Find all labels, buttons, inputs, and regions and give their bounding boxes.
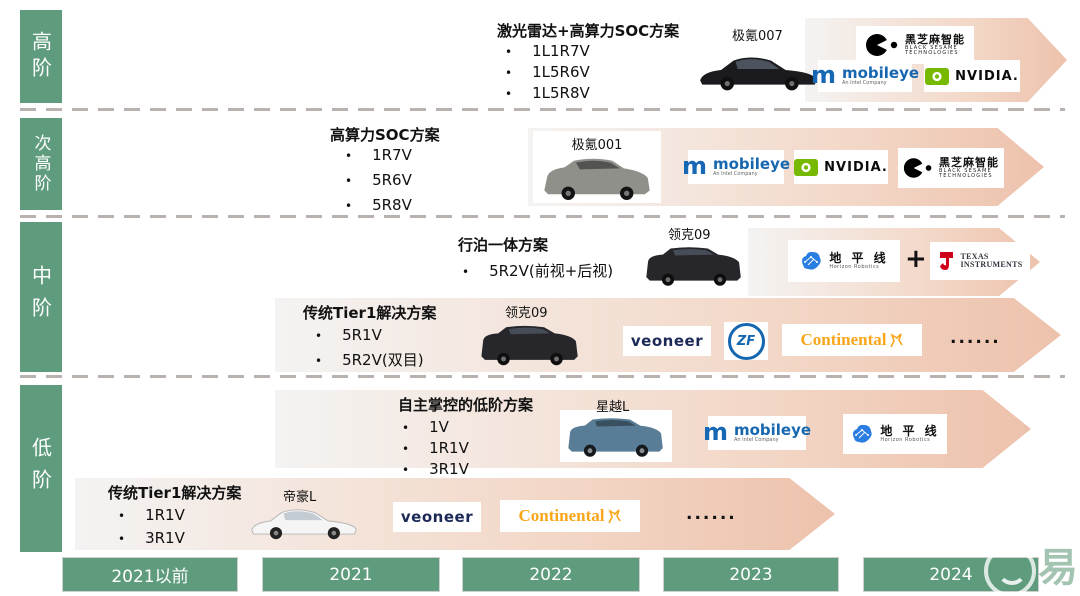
black-sesame-en2: TECHNOLOGIES (905, 49, 959, 56)
car-image-dihaoL (251, 509, 357, 540)
solution-title: 行泊一体方案 (458, 236, 549, 254)
solution-title: 激光雷达+高算力SOC方案 (497, 22, 680, 40)
black-sesame-cn: 黑芝麻智能 (905, 32, 965, 46)
black-sesame-en1: BLACK SESAME (905, 44, 958, 51)
solution-bullets: 1V 1R1V 3R1V (402, 418, 469, 478)
solution-title: 高算力SOC方案 (330, 126, 440, 144)
bullet-item: 1V (402, 418, 469, 436)
nvidia-icon (794, 158, 819, 176)
bullet-item: 1R7V (345, 146, 412, 164)
logo-nvidia: NVIDIA. (794, 150, 888, 184)
plus-sign: + (905, 244, 927, 274)
ellipsis-more: ...... (686, 504, 737, 524)
logo-texas-instruments: TEXAS INSTRUMENTS (930, 242, 1030, 280)
tier-label-subhigh: 次高阶 (20, 118, 62, 210)
car-name-dihaoL: 帝豪L (283, 490, 317, 505)
timeline-2023: 2023 (663, 557, 839, 592)
black-sesame-icon (903, 158, 932, 178)
logo-nvidia: NVIDIA. (924, 60, 1020, 92)
continental-name: Continental (800, 330, 887, 349)
tier-label-low: 低阶 (20, 385, 62, 552)
ellipsis-more: ...... (950, 328, 1001, 348)
bullet-item: 1R1V (402, 439, 469, 457)
car-card-zeekr001: 极氪001 (533, 131, 661, 203)
ti-line1: TEXAS (960, 251, 989, 261)
mobileye-sub: An Intel Company (841, 80, 887, 86)
horizon-cn: 地 平 线 (829, 250, 889, 265)
car-name-zeekr007: 极氪007 (732, 29, 783, 44)
mobileye-name: mobileye (841, 64, 920, 82)
solution-bullets: 1L1R7V 1L5R6V 1L5R8V (505, 42, 590, 102)
zf-icon: ZF (727, 322, 765, 360)
logo-veoneer: veoneer (393, 502, 481, 532)
mobileye-icon: m (810, 61, 836, 90)
yiche-watermark-char: 易 (1038, 545, 1078, 591)
bullet-item: 3R1V (402, 460, 469, 478)
car-name-xingyueL: 星越L (596, 400, 630, 415)
car-image-xingyueL (568, 418, 663, 457)
logo-mobileye: m mobileye An Intel Company (703, 416, 811, 450)
logo-continental: Continental (500, 500, 640, 532)
logo-horizon: 地 平 线 Horizon Robotics (788, 240, 900, 282)
car-image-lynkco09 (646, 247, 741, 286)
logo-zf: ZF (724, 322, 768, 360)
bullet-item: 1R1V (118, 506, 185, 524)
bullet-item: 5R6V (345, 171, 412, 189)
car-image-zeekr001 (544, 158, 650, 200)
nvidia-name: NVIDIA. (955, 68, 1019, 84)
logo-continental: Continental (782, 324, 922, 356)
logo-black-sesame: 黑芝麻智能 BLACK SESAME TECHNOLOGIES (898, 148, 1004, 188)
bullet-item: 5R8V (345, 196, 412, 214)
bullet-item: 5R2V(前视+后视) (462, 260, 613, 281)
timeline-before-2021: 2021以前 (62, 557, 238, 592)
logo-mobileye: m mobileye An Intel Company (811, 60, 919, 92)
solution-title: 自主掌控的低阶方案 (398, 396, 534, 414)
bullet-item: 1L5R8V (505, 84, 590, 102)
continental-horse-icon (890, 333, 904, 348)
bullet-item: 1L1R7V (505, 42, 590, 60)
row-divider (20, 215, 1065, 218)
solution-bullets: 5R1V 5R2V(双目) (315, 326, 424, 370)
timeline-2021: 2021 (262, 557, 440, 592)
solution-bullets: 5R2V(前视+后视) (462, 260, 613, 281)
horizon-icon (853, 424, 872, 443)
horizon-en: Horizon Robotics (829, 263, 880, 270)
mobileye-icon: m (681, 152, 707, 181)
continental-horse-icon (608, 509, 622, 524)
car-image-lynkco09 (481, 325, 578, 366)
ti-icon (939, 252, 953, 270)
bullet-item: 1L5R6V (505, 63, 590, 81)
tier-label-mid: 中阶 (20, 222, 62, 372)
ti-line2: INSTRUMENTS (960, 260, 1023, 269)
row-divider (20, 375, 1065, 378)
horizon-icon (802, 251, 821, 270)
car-name-lynkco09: 领克09 (505, 306, 548, 321)
mobileye-icon: m (702, 418, 728, 447)
logo-veoneer: veoneer (623, 326, 711, 356)
tier-label-high: 高阶 (20, 10, 62, 103)
solution-bullets: 1R1V 3R1V (118, 506, 185, 547)
yiche-watermark-icon (984, 545, 1036, 596)
solution-title: 传统Tier1解决方案 (303, 304, 437, 322)
car-name-zeekr001: 极氪001 (571, 138, 623, 153)
logo-horizon: 地 平 线 Horizon Robotics (843, 414, 947, 454)
veoneer-name: veoneer (630, 332, 704, 350)
solution-title: 传统Tier1解决方案 (108, 484, 242, 502)
timeline-2022: 2022 (462, 557, 640, 592)
bullet-item: 5R2V(双目) (315, 349, 423, 370)
car-image-zeekr007 (700, 57, 817, 91)
car-card-xingyueL (560, 410, 672, 462)
logo-mobileye: m mobileye An Intel Company (682, 150, 790, 184)
bullet-item: 3R1V (118, 529, 185, 547)
logo-black-sesame: 黑芝麻智能 BLACK SESAME TECHNOLOGIES (856, 26, 974, 64)
bullet-item: 5R1V (315, 326, 424, 344)
row-divider (20, 108, 1065, 111)
solution-bullets: 1R7V 5R6V 5R8V (345, 146, 412, 214)
black-sesame-icon (866, 34, 898, 56)
car-name-lynkco09: 领克09 (668, 228, 711, 243)
nvidia-icon (925, 67, 950, 85)
